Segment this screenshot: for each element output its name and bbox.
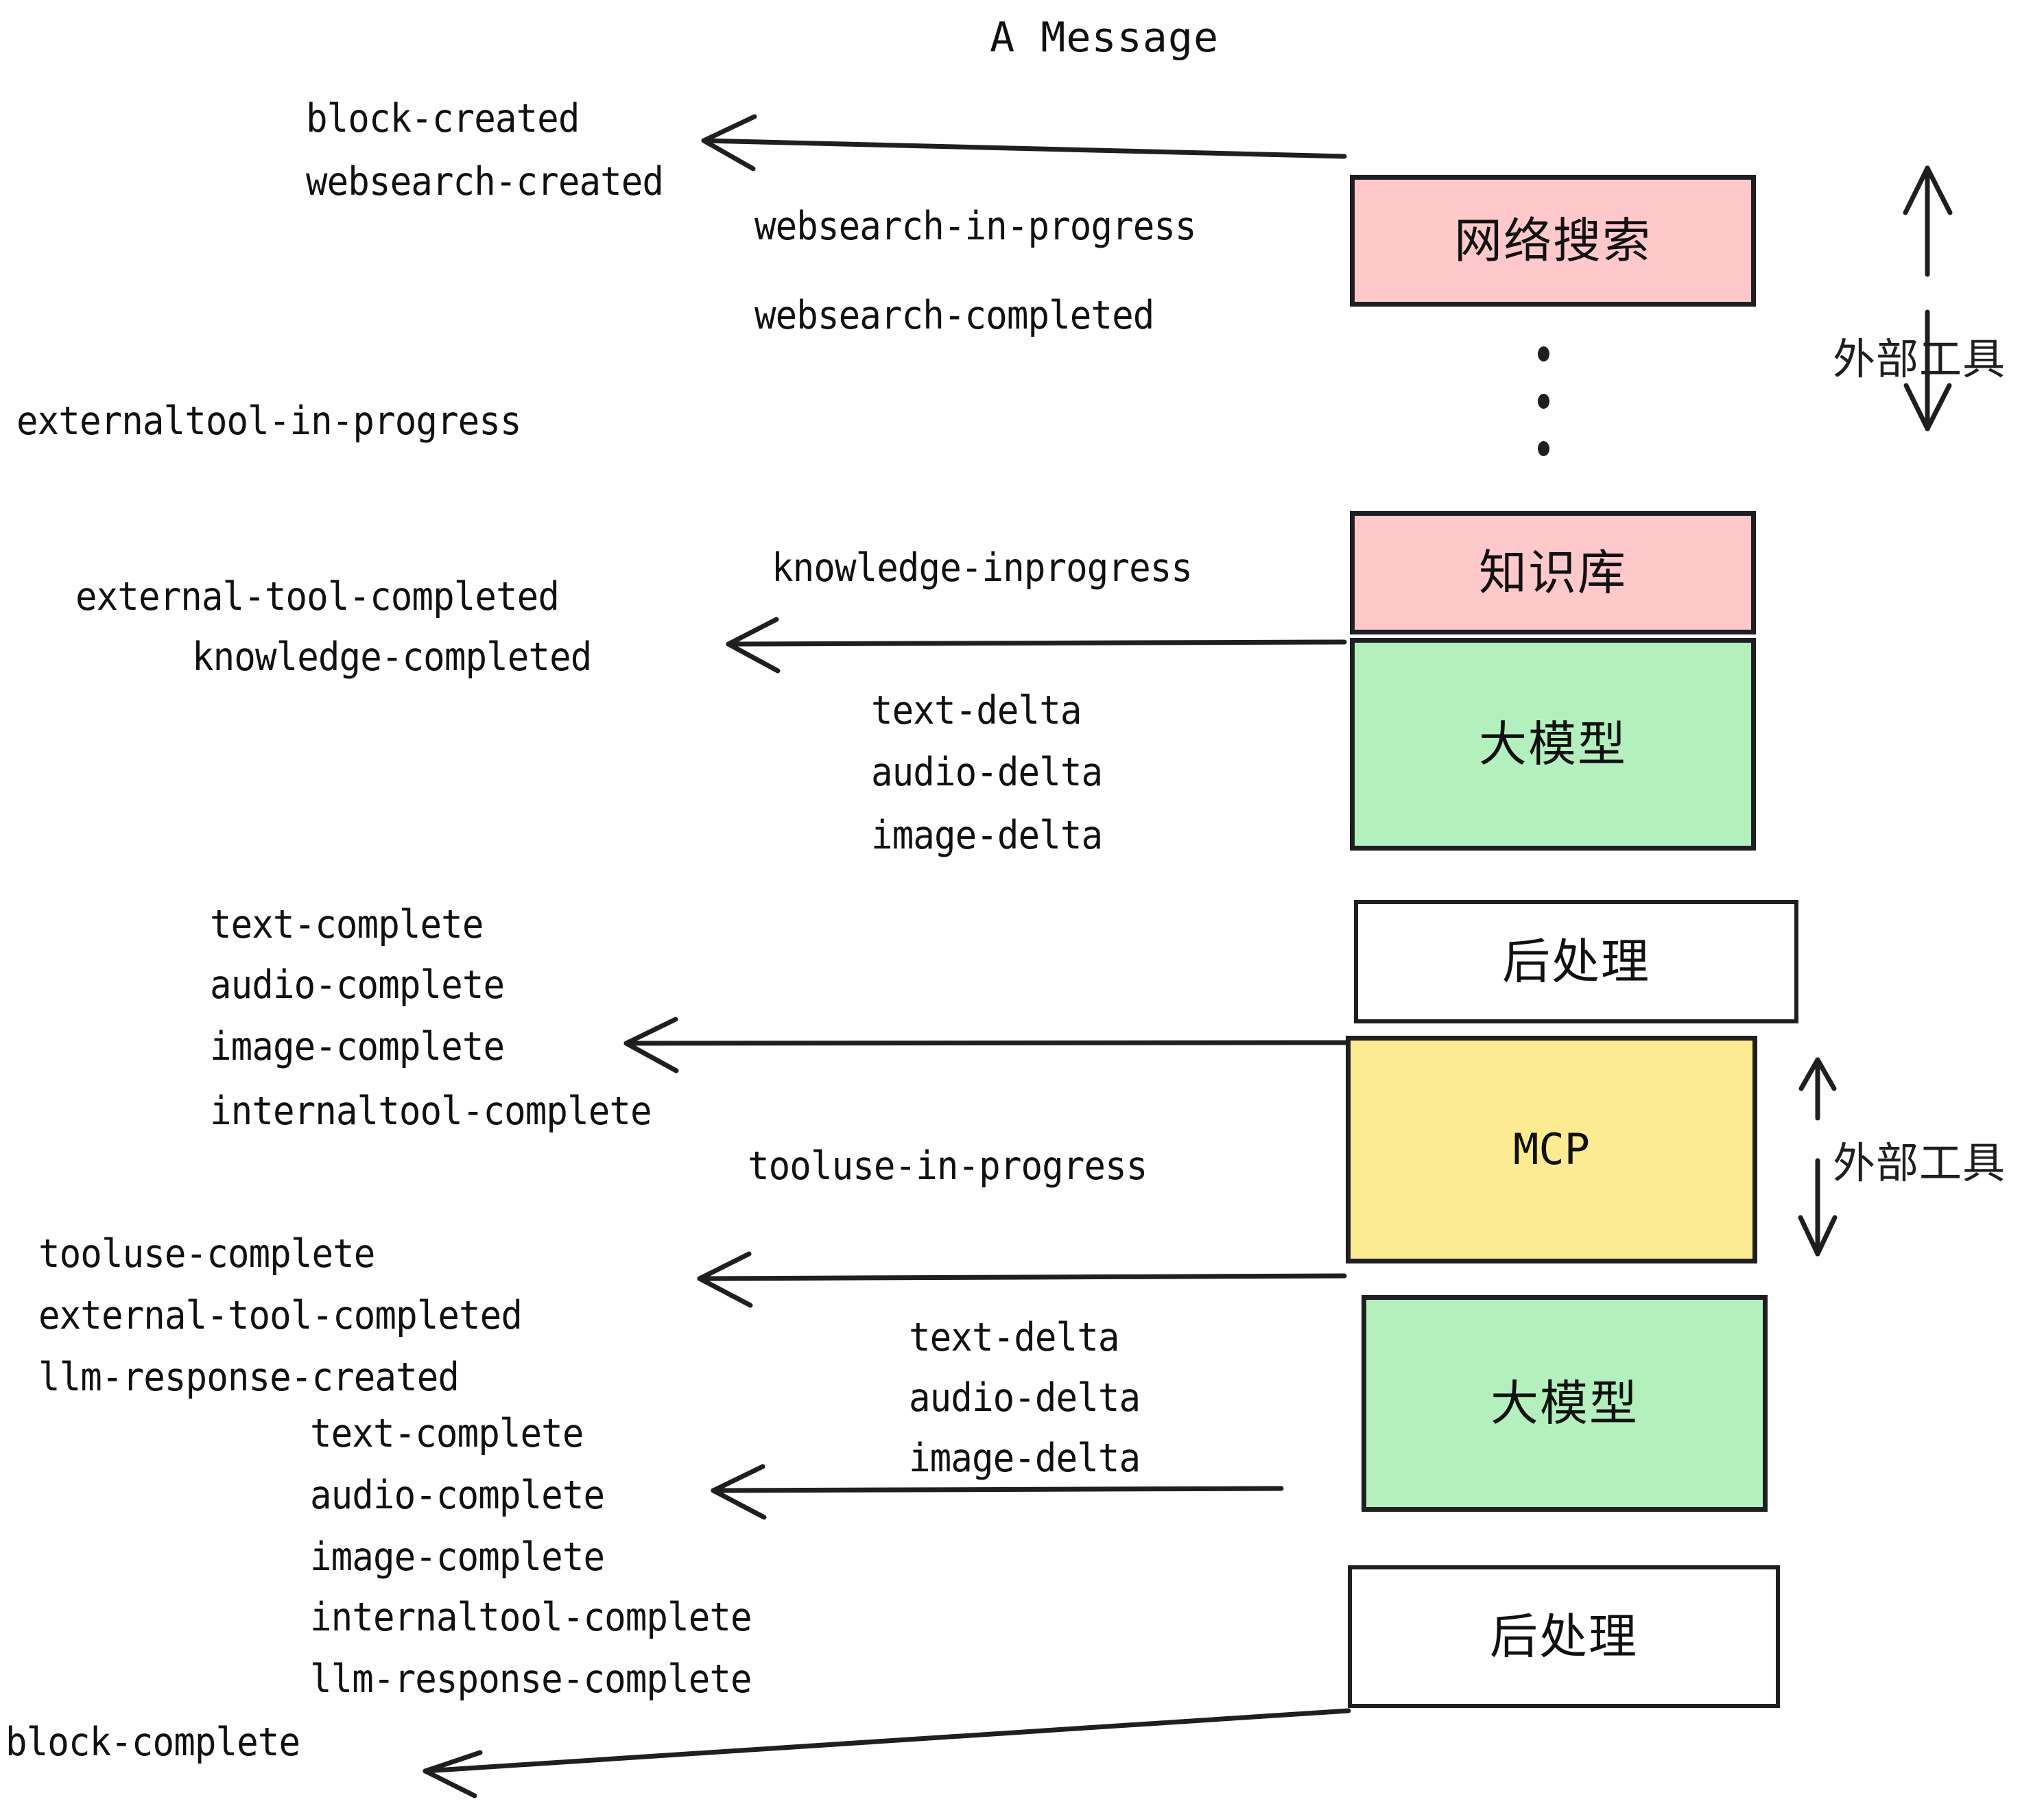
annotation-arrow-external-tool-upper (1903, 165, 1953, 431)
box-postprocess-bottom-label: 后处理 (1490, 1609, 1638, 1665)
box-llm-top-label: 大模型 (1479, 716, 1627, 772)
event-internaltool-complete-1: internaltool-complete (210, 1089, 652, 1134)
box-mcp-label: MCP (1513, 1124, 1590, 1174)
event-text-delta-1: text-delta (871, 688, 1082, 733)
event-knowledge-inprogress: knowledge-inprogress (772, 545, 1193, 591)
event-websearch-completed: websearch-completed (754, 293, 1154, 338)
side-annotation-external-tool-upper: 外部工具 (1833, 334, 2006, 384)
event-image-complete-1: image-complete (210, 1024, 505, 1069)
arrow-postprocess-to-block-complete (423, 1708, 1351, 1799)
vertical-ellipsis-icon (1536, 346, 1550, 456)
event-llm-response-complete: llm-response-complete (310, 1657, 752, 1702)
page-title: A Message (990, 14, 1220, 62)
event-block-complete: block-complete (5, 1720, 300, 1765)
event-image-delta-2: image-delta (909, 1436, 1141, 1481)
box-llm-bottom[interactable]: 大模型 (1362, 1295, 1768, 1512)
event-image-complete-2: image-complete (310, 1534, 605, 1580)
box-knowledge-label: 知识库 (1479, 545, 1627, 601)
event-text-complete-1: text-complete (210, 902, 484, 947)
box-mcp[interactable]: MCP (1346, 1036, 1757, 1263)
event-audio-complete-1: audio-complete (210, 962, 505, 1008)
side-annotation-external-tool-lower: 外部工具 (1833, 1138, 2006, 1188)
arrow-websearch-to-created (701, 114, 1347, 171)
event-tooluse-in-progress: tooluse-in-progress (748, 1143, 1148, 1189)
event-audio-delta-2: audio-delta (909, 1375, 1141, 1421)
annotation-arrow-external-tool-lower (1798, 1057, 1838, 1257)
event-image-delta-1: image-delta (871, 813, 1103, 858)
arrow-mcp-to-tooluse-complete (697, 1251, 1347, 1308)
box-websearch[interactable]: 网络搜索 (1350, 175, 1756, 307)
event-tooluse-complete: tooluse-complete (38, 1231, 375, 1277)
box-llm-top[interactable]: 大模型 (1350, 638, 1756, 851)
event-internaltool-complete-2: internaltool-complete (310, 1595, 752, 1640)
event-external-tool-completed-2: external-tool-completed (38, 1293, 523, 1338)
event-text-complete-2: text-complete (310, 1411, 584, 1456)
event-knowledge-completed: knowledge-completed (192, 634, 592, 680)
event-text-delta-2: text-delta (909, 1315, 1119, 1360)
event-websearch-created: websearch-created (306, 159, 664, 204)
event-websearch-in-progress: websearch-in-progress (754, 204, 1197, 249)
event-audio-complete-2: audio-complete (310, 1473, 605, 1518)
event-audio-delta-1: audio-delta (871, 750, 1103, 795)
event-block-created: block-created (306, 96, 580, 141)
box-postprocess-top[interactable]: 后处理 (1354, 900, 1798, 1023)
box-llm-bottom-label: 大模型 (1490, 1375, 1639, 1432)
arrow-knowledge-to-completed (726, 617, 1347, 674)
box-postprocess-top-label: 后处理 (1502, 934, 1650, 990)
box-postprocess-bottom[interactable]: 后处理 (1348, 1565, 1780, 1708)
event-llm-response-created: llm-response-created (38, 1355, 460, 1400)
event-externaltool-in-progress: externaltool-in-progress (16, 399, 522, 444)
box-websearch-label: 网络搜索 (1454, 213, 1652, 269)
box-knowledge[interactable]: 知识库 (1350, 511, 1756, 634)
event-external-tool-completed-1: external-tool-completed (75, 574, 560, 619)
arrow-postprocess-to-image-complete (623, 1017, 1348, 1073)
